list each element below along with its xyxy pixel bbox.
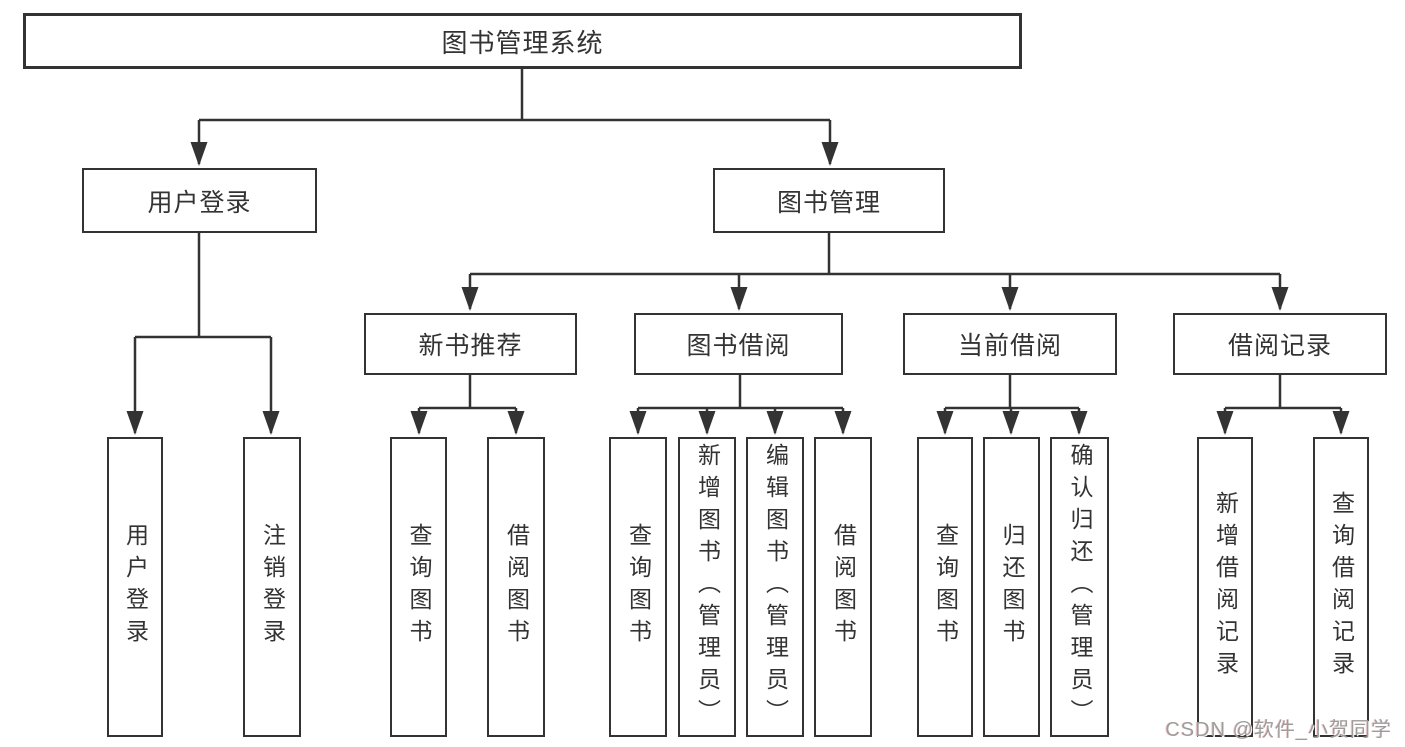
node-library-management-system: 图书管理系统	[23, 13, 1022, 69]
leaf-borrowing-borrow-books: 借阅图书	[814, 437, 872, 737]
node-borrowing-records: 借阅记录	[1173, 313, 1387, 375]
leaf-recommend-query-books: 查询图书	[390, 437, 447, 737]
node-new-book-recommend: 新书推荐	[364, 313, 577, 375]
csdn-watermark: CSDN @软件_小贺同学	[1165, 719, 1392, 741]
leaf-current-query-books: 查询图书	[917, 437, 973, 737]
leaf-current-return-books: 归还图书	[983, 437, 1040, 737]
arrowheads	[126, 142, 1350, 435]
leaf-borrowing-query-books: 查询图书	[609, 437, 667, 737]
node-user-login: 用户登录	[82, 168, 317, 233]
leaf-logout: 注销登录	[243, 437, 301, 737]
node-current-borrowing: 当前借阅	[903, 313, 1117, 375]
node-book-management: 图书管理	[713, 168, 945, 233]
leaf-borrowing-edit-books-admin: 编辑图书（管理员）	[746, 437, 804, 737]
leaf-recommend-borrow-books: 借阅图书	[487, 437, 545, 737]
node-book-borrowing: 图书借阅	[634, 313, 843, 375]
leaf-records-add-record: 新增借阅记录	[1197, 437, 1253, 737]
leaf-records-query-record: 查询借阅记录	[1313, 437, 1369, 737]
leaf-user-login: 用户登录	[107, 437, 163, 737]
leaf-current-confirm-return-admin: 确认归还（管理员）	[1050, 437, 1109, 737]
leaf-borrowing-add-books-admin: 新增图书（管理员）	[678, 437, 736, 737]
